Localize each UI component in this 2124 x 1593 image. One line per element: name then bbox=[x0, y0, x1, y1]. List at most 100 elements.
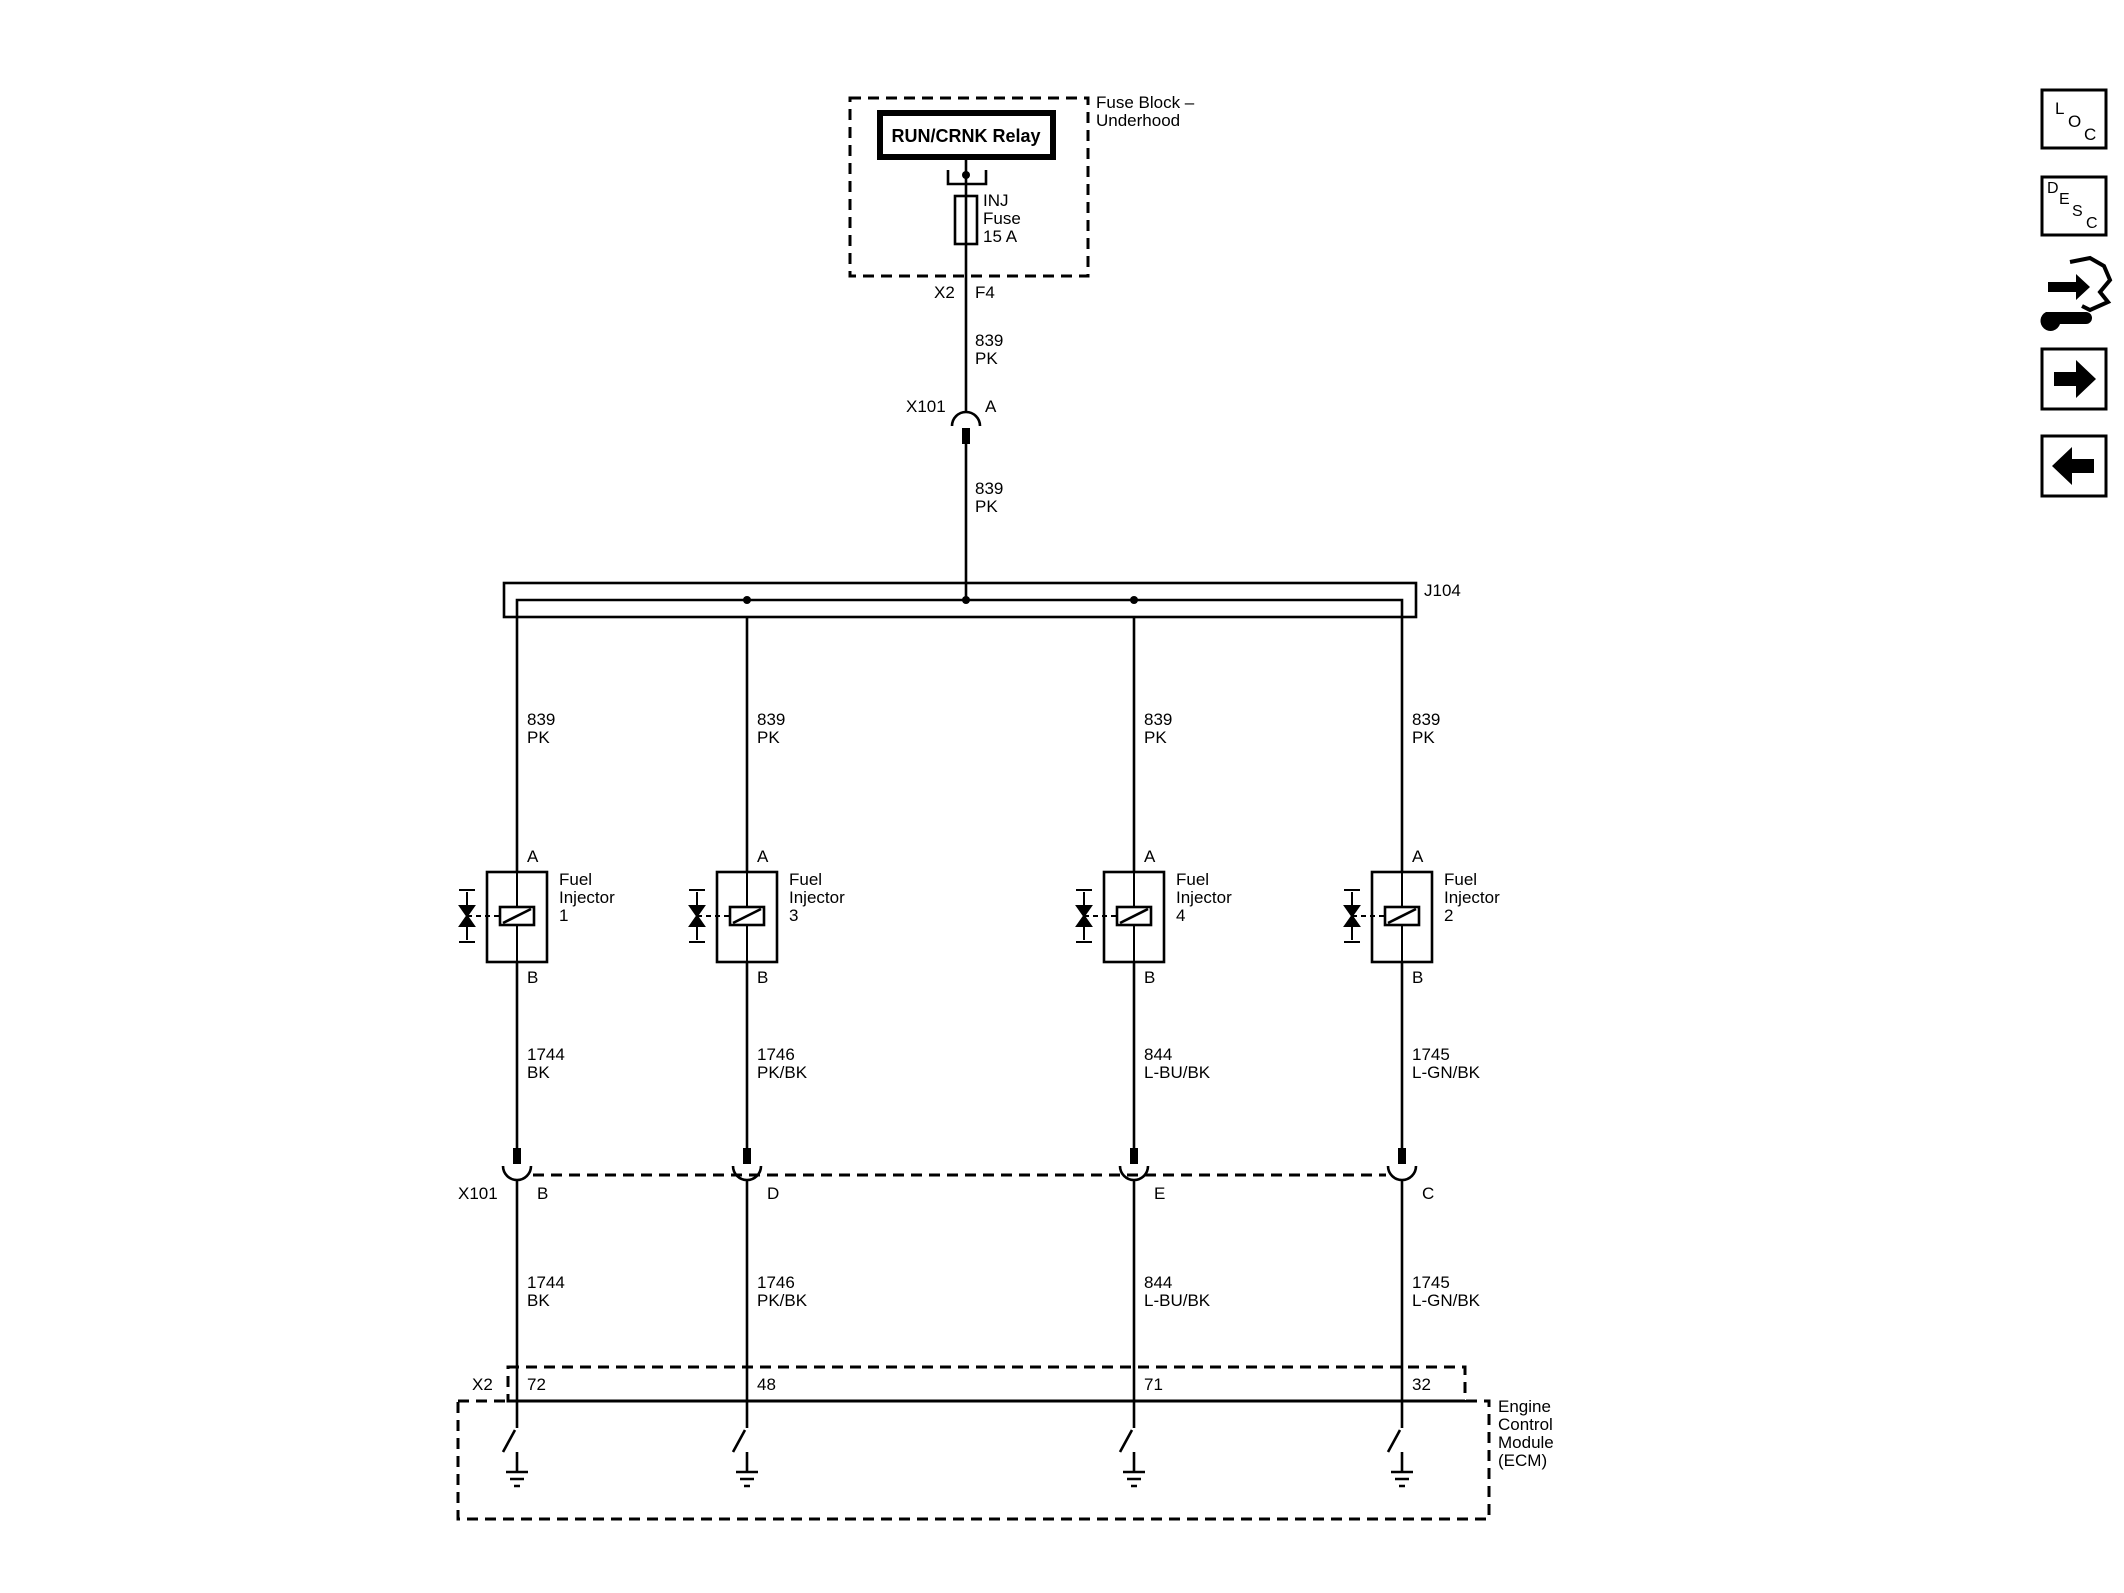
x101-female-pin bbox=[731, 1165, 763, 1182]
control-color-label-lower: L-GN/BK bbox=[1412, 1291, 1481, 1310]
injector-pin-b: B bbox=[527, 968, 538, 987]
injector-number: 1 bbox=[559, 906, 568, 925]
x101-a-male bbox=[962, 428, 970, 444]
injector-coil-diagonal bbox=[1119, 907, 1149, 925]
injector-number: 3 bbox=[789, 906, 798, 925]
feed-circuit-label: 839 bbox=[757, 710, 785, 729]
x101-male-pin bbox=[1130, 1148, 1138, 1164]
control-circuit-label-upper: 1746 bbox=[757, 1045, 795, 1064]
injector-number: 4 bbox=[1176, 906, 1185, 925]
feed-circuit-label: 839 bbox=[1144, 710, 1172, 729]
x101-male-pin bbox=[513, 1148, 521, 1164]
injector-coil-diagonal bbox=[1387, 907, 1417, 925]
run-crnk-relay-label: RUN/CRNK Relay bbox=[891, 126, 1040, 146]
ecm-x2-connector-outline bbox=[506, 1365, 1467, 1403]
x101-female-pin bbox=[501, 1165, 533, 1182]
feed-wire-upper-color: PK bbox=[975, 349, 998, 368]
control-circuit-label-upper: 1745 bbox=[1412, 1045, 1450, 1064]
injector-name-line1: Fuel bbox=[1176, 870, 1209, 889]
nav-toolbar: L O C D E S C bbox=[2040, 88, 2113, 498]
injector-pin-a: A bbox=[757, 847, 769, 866]
feed-wire-lower-color: PK bbox=[975, 497, 998, 516]
injector-valve-icon bbox=[458, 889, 476, 943]
x101-pin-label: D bbox=[767, 1184, 779, 1203]
injector-pin-a: A bbox=[1412, 847, 1424, 866]
injector-name-line1: Fuel bbox=[559, 870, 592, 889]
x101-connector-a: X101 A bbox=[906, 397, 997, 444]
control-circuit-label-upper: 1744 bbox=[527, 1045, 565, 1064]
ground-icon bbox=[506, 1470, 528, 1488]
ecm-pin-label: 72 bbox=[527, 1375, 546, 1394]
injector-column-3: 839PKAFuelInjector3B1746PK/BKD1746PK/BK4… bbox=[688, 617, 845, 1488]
relay-node bbox=[962, 171, 970, 179]
x101-pin-label: C bbox=[1422, 1184, 1434, 1203]
injector-column-4: 839PKAFuelInjector4B844L-BU/BKE844L-BU/B… bbox=[1075, 617, 1232, 1488]
control-color-label-upper: PK/BK bbox=[757, 1063, 808, 1082]
control-circuit-label-lower: 1746 bbox=[757, 1273, 795, 1292]
injector-columns: 839PKAFuelInjector1B1744BKB1744BK72839PK… bbox=[458, 617, 1500, 1488]
x101-pin-label: E bbox=[1154, 1184, 1165, 1203]
desc-letter-c: C bbox=[2086, 215, 2098, 232]
control-circuit-label-lower: 1744 bbox=[527, 1273, 565, 1292]
ecm-label-3: Module bbox=[1498, 1433, 1554, 1452]
control-color-label-lower: L-BU/BK bbox=[1144, 1291, 1211, 1310]
feed-color-label: PK bbox=[757, 728, 780, 747]
fuse-label-3: 15 A bbox=[983, 227, 1018, 246]
ecm-pin-label: 71 bbox=[1144, 1375, 1163, 1394]
loc-letter-o: O bbox=[2068, 112, 2081, 131]
loc-button[interactable]: L O C bbox=[2040, 88, 2108, 150]
ecm-label-4: (ECM) bbox=[1498, 1451, 1547, 1470]
loc-letter-l: L bbox=[2055, 99, 2064, 118]
injector-column-2: 839PKAFuelInjector2B1745L-GN/BKC1745L-GN… bbox=[1343, 617, 1500, 1488]
x101-male-pin bbox=[743, 1148, 751, 1164]
engine-control-module: X2 Engine Control Module (ECM) bbox=[456, 1365, 1554, 1521]
feed-color-label: PK bbox=[527, 728, 550, 747]
injector-pin-b: B bbox=[1412, 968, 1423, 987]
ecm-connector-x2: X2 bbox=[472, 1375, 493, 1394]
ecm-pin-label: 48 bbox=[757, 1375, 776, 1394]
next-page-button[interactable] bbox=[2040, 347, 2108, 411]
injector-number: 2 bbox=[1444, 906, 1453, 925]
feed-color-label: PK bbox=[1412, 728, 1435, 747]
ground-icon bbox=[1123, 1470, 1145, 1488]
control-color-label-upper: L-GN/BK bbox=[1412, 1063, 1481, 1082]
x101-top-pin: A bbox=[985, 397, 997, 416]
ecm-driver-switch bbox=[1118, 1420, 1136, 1472]
desc-letter-s: S bbox=[2072, 203, 2083, 220]
previous-page-button[interactable] bbox=[2040, 434, 2108, 498]
fuse-block-terminal-f4: F4 bbox=[975, 283, 995, 302]
injector-valve-icon bbox=[688, 889, 706, 943]
ground-icon bbox=[1391, 1470, 1413, 1488]
feed-color-label: PK bbox=[1144, 728, 1167, 747]
control-color-label-lower: BK bbox=[527, 1291, 550, 1310]
connector-tool-icon[interactable] bbox=[2040, 255, 2113, 331]
fuse-block-title-2: Underhood bbox=[1096, 111, 1180, 130]
j104-outline bbox=[502, 581, 1418, 619]
fuse-block-underhood: Fuse Block – Underhood RUN/CRNK Relay IN… bbox=[848, 93, 1195, 302]
injector-coil-diagonal bbox=[732, 907, 762, 925]
ecm-driver-switch bbox=[501, 1420, 519, 1472]
injector-name-line2: Injector bbox=[559, 888, 615, 907]
injector-valve-icon bbox=[1075, 889, 1093, 943]
x101-pin-label: B bbox=[537, 1184, 548, 1203]
injector-name-line2: Injector bbox=[1444, 888, 1500, 907]
desc-letter-d: D bbox=[2047, 180, 2059, 197]
ecm-label-2: Control bbox=[1498, 1415, 1553, 1434]
control-color-label-upper: L-BU/BK bbox=[1144, 1063, 1211, 1082]
control-circuit-label-lower: 844 bbox=[1144, 1273, 1172, 1292]
control-color-label-upper: BK bbox=[527, 1063, 550, 1082]
ground-icon bbox=[736, 1470, 758, 1488]
feed-wire-lower-circuit: 839 bbox=[975, 479, 1003, 498]
injector-pin-b: B bbox=[757, 968, 768, 987]
loc-letter-c: C bbox=[2084, 125, 2096, 144]
ecm-outline bbox=[456, 1399, 1491, 1521]
x101-a-female bbox=[950, 410, 982, 427]
arrow-left-icon bbox=[2052, 447, 2094, 485]
injector-name-line1: Fuel bbox=[789, 870, 822, 889]
x101-bottom-label: X101 bbox=[458, 1184, 498, 1203]
injector-name-line1: Fuel bbox=[1444, 870, 1477, 889]
injector-valve-icon bbox=[1343, 889, 1361, 943]
injector-pin-a: A bbox=[527, 847, 539, 866]
desc-button[interactable]: D E S C bbox=[2040, 175, 2108, 237]
